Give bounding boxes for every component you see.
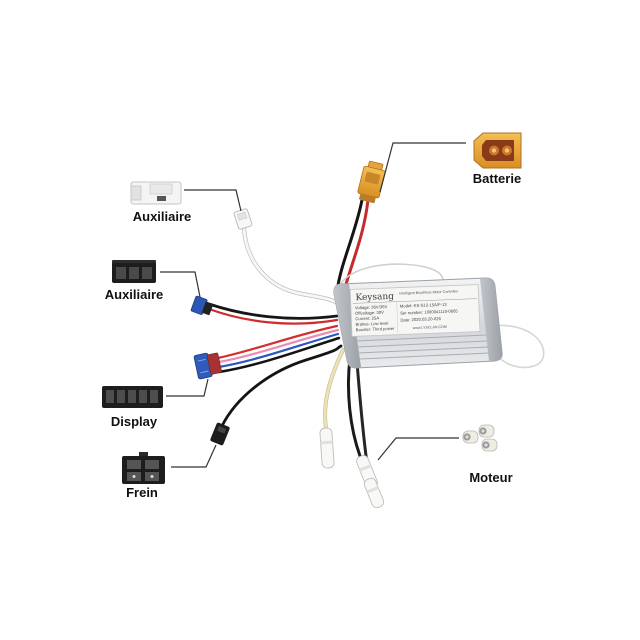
controller-left-cap xyxy=(333,284,361,368)
motor-bullets-icon xyxy=(462,424,498,452)
spec-left-3: Current: 25A xyxy=(355,315,379,321)
spec-right-3: Date: 2020.03.20-026 xyxy=(400,316,441,323)
motor-leader-line xyxy=(377,437,459,461)
auxiliary-white-wire xyxy=(242,226,340,305)
battery-leader-line xyxy=(379,142,466,193)
auxiliary-wire-red xyxy=(207,307,339,325)
battery-wire-red xyxy=(343,198,370,290)
auxiliary-middle-label: Auxiliaire xyxy=(105,287,164,302)
controller-brand: Keysang xyxy=(355,292,394,303)
auxiliary-top-label: Auxiliaire xyxy=(133,209,192,224)
brake-connector-icon xyxy=(122,452,165,484)
motor-bullet-icon-3 xyxy=(481,438,498,452)
brake-leader-line xyxy=(171,444,217,468)
display-leader-line xyxy=(166,378,209,397)
motor-wire-black-1 xyxy=(346,356,362,458)
display-connector-icon xyxy=(102,386,163,408)
spec-left-2: Offvoltage: 30V xyxy=(355,310,384,316)
display-inline-connector xyxy=(193,352,222,380)
spec-right-2: Ser number: 1000041110-0665 xyxy=(400,308,458,315)
controller-right-cap xyxy=(480,278,503,361)
motor-bullet-icon-2 xyxy=(478,424,495,438)
controller-fins xyxy=(355,334,490,360)
display-wire-blue xyxy=(217,332,340,369)
cable-xt60-connector xyxy=(357,160,386,204)
spec-right-1: Model: KS-S12-15A/F-13 xyxy=(400,302,448,309)
auxiliary-middle-leader-line xyxy=(160,271,201,298)
auxiliary-white-connector-icon xyxy=(130,181,182,205)
brake-label: Frein xyxy=(126,485,158,500)
spec-left-5: Booster: Third power xyxy=(356,326,396,333)
motor-bullet-connector-1 xyxy=(319,427,335,469)
auxiliary-black-connector-icon xyxy=(112,260,156,283)
motor-bullet-icon-1 xyxy=(462,430,479,444)
display-wire-pink xyxy=(217,328,340,364)
wire-harness xyxy=(207,198,545,480)
right-loop-wire xyxy=(491,324,545,369)
controller-website: www.LYSCLAN.COM xyxy=(413,325,447,330)
display-wire-red xyxy=(216,324,339,360)
motor-wire-cream xyxy=(323,348,345,430)
auxiliary-top-leader-line xyxy=(184,189,242,212)
controller-box: Keysang Intelligent Brushless Motor Cont… xyxy=(333,277,503,369)
controller-label-plate: Keysang Intelligent Brushless Motor Cont… xyxy=(349,284,481,337)
top-loop-wire xyxy=(337,263,444,291)
auxiliary-middle-inline-connector xyxy=(190,295,214,316)
motor-label: Moteur xyxy=(469,470,512,485)
display-label: Display xyxy=(111,414,158,429)
battery-label: Batterie xyxy=(473,171,521,186)
display-wire-black xyxy=(217,336,341,374)
brake-wire xyxy=(220,344,343,428)
controller-subtitle: Intelligent Brushless Motor Controller xyxy=(399,289,459,295)
auxiliary-top-inline-connector xyxy=(233,208,253,230)
motor-bullet-connector-3 xyxy=(363,477,385,509)
spec-left-4: Brakes: Low level xyxy=(355,321,388,327)
spec-left-1: Voltage: 36V/36V xyxy=(355,304,388,310)
auxiliary-wire-black xyxy=(207,302,339,320)
brake-inline-connector xyxy=(210,422,230,446)
battery-xt60-connector-icon xyxy=(473,132,522,169)
battery-wire-black xyxy=(335,198,364,294)
